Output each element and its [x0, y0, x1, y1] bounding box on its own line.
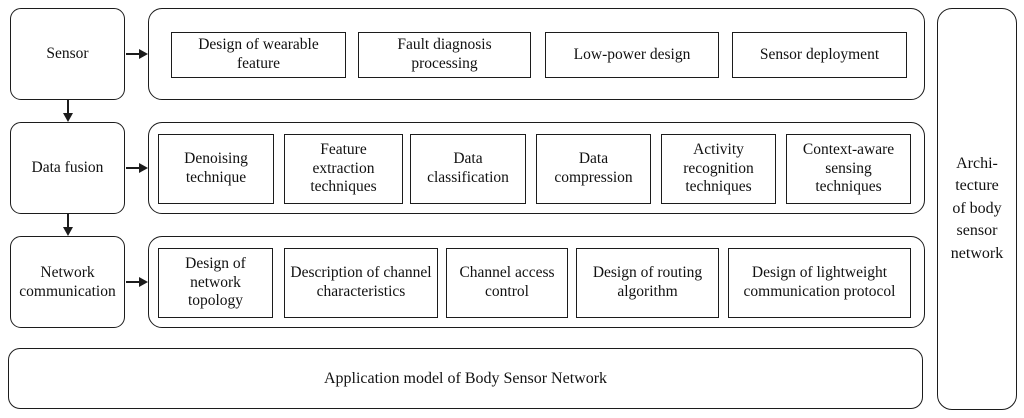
topic-label: Sensor deployment: [759, 45, 880, 63]
topic-label: Design of wearable feature: [198, 36, 319, 72]
topic-box-low-power: Low-power design: [545, 32, 719, 78]
topic-box-feature-extraction: Feature extraction techniques: [284, 134, 403, 204]
architecture-box: Archi- tecture of body sensor network: [937, 8, 1017, 410]
arrow-right-icon: [139, 163, 148, 173]
topic-box-activity-recognition: Activity recognition techniques: [661, 134, 776, 204]
source-label-data-fusion: Data fusion: [31, 159, 104, 177]
source-box-network-communication: Network communication: [10, 236, 125, 328]
topic-box-channel-characteristics: Description of channel characteristics: [284, 248, 438, 318]
topic-box-denoising: Denoising technique: [158, 134, 274, 204]
group-network-communication-topics: Design of network topology Description o…: [148, 236, 925, 328]
connector-line-sensor-to-group: [126, 53, 140, 55]
arrow-right-icon: [139, 49, 148, 59]
connector-line-data-fusion-to-group: [126, 167, 140, 169]
connector-line-sensor-to-data-fusion: [67, 100, 69, 114]
topic-box-routing-algorithm: Design of routing algorithm: [576, 248, 719, 318]
application-model-label: Application model of Body Sensor Network: [323, 369, 608, 387]
topic-box-context-aware: Context-aware sensing techniques: [786, 134, 911, 204]
topic-box-network-topology: Design of network topology: [158, 248, 273, 318]
topic-box-data-compression: Data compression: [536, 134, 651, 204]
topic-label: Description of channel characteristics: [290, 264, 432, 300]
topic-label: Activity recognition techniques: [683, 140, 754, 196]
topic-label: Data compression: [554, 150, 633, 186]
topic-label: Design of network topology: [185, 254, 246, 310]
topic-box-wearable-feature: Design of wearable feature: [171, 32, 346, 78]
topic-label: Design of lightweight communication prot…: [743, 264, 896, 300]
source-label-network-communication: Network communication: [19, 263, 116, 300]
group-sensor-topics: Design of wearable feature Fault diagnos…: [148, 8, 925, 100]
source-box-sensor: Sensor: [10, 8, 125, 100]
arrow-right-icon: [139, 277, 148, 287]
topic-box-sensor-deployment: Sensor deployment: [732, 32, 907, 78]
source-label-sensor: Sensor: [46, 45, 89, 63]
connector-line-data-fusion-to-network: [67, 214, 69, 228]
topic-box-fault-diagnosis: Fault diagnosis processing: [358, 32, 531, 78]
topic-label: Feature extraction techniques: [310, 140, 377, 196]
group-data-fusion-topics: Denoising technique Feature extraction t…: [148, 122, 925, 214]
architecture-label: Archi- tecture of body sensor network: [950, 155, 1004, 262]
topic-box-lightweight-protocol: Design of lightweight communication prot…: [728, 248, 911, 318]
topic-label: Context-aware sensing techniques: [802, 140, 895, 196]
topic-label: Fault diagnosis processing: [397, 36, 492, 72]
arrow-down-icon: [63, 113, 73, 122]
topic-box-channel-access: Channel access control: [446, 248, 568, 318]
connector-line-network-to-group: [126, 281, 140, 283]
application-model-box: Application model of Body Sensor Network: [8, 348, 923, 409]
arrow-down-icon: [63, 227, 73, 236]
topic-label: Channel access control: [459, 264, 555, 300]
topic-label: Data classification: [427, 150, 509, 186]
source-box-data-fusion: Data fusion: [10, 122, 125, 214]
topic-label: Denoising technique: [184, 150, 248, 186]
topic-label: Low-power design: [573, 45, 691, 63]
topic-label: Design of routing algorithm: [592, 264, 703, 300]
topic-box-data-classification: Data classification: [410, 134, 526, 204]
